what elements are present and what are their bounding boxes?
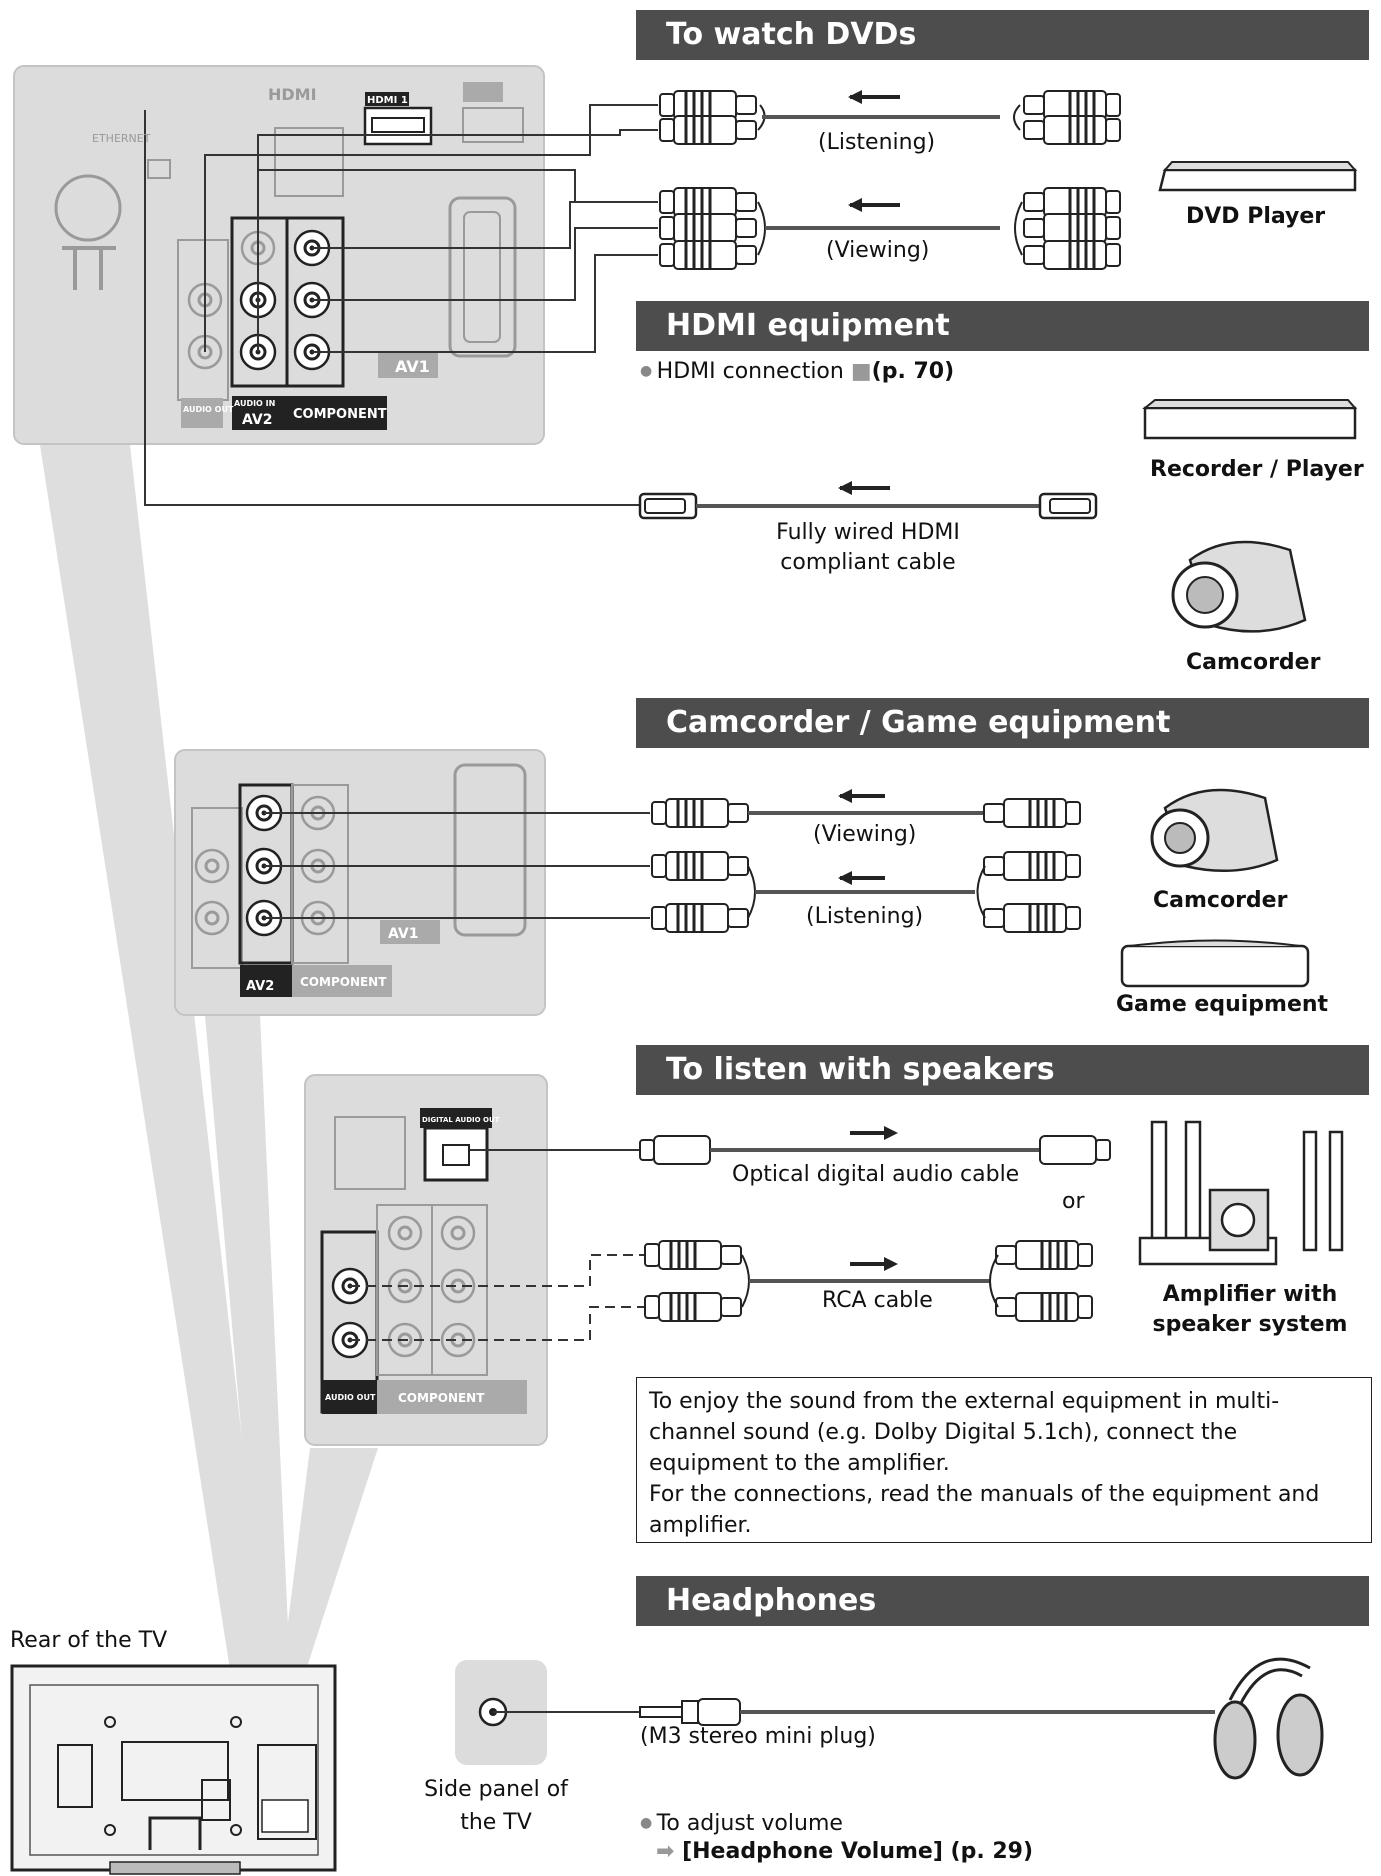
mini-plug-cable: [639, 1698, 1215, 1726]
camgame-viewing-label: (Viewing): [813, 822, 917, 847]
dvd-listening-label: (Listening): [818, 130, 936, 155]
audio-in-label: AUDIO IN: [234, 399, 275, 408]
section-header-camcorder-game: Camcorder / Game equipment: [636, 698, 1369, 748]
hdmi-connection-ref: (p. 70): [871, 359, 955, 384]
hdmi1-label: HDMI 1: [367, 95, 408, 106]
hdmi-cable-label: Fully wired HDMI compliant cable: [776, 520, 960, 575]
speakers-note-1: To enjoy the sound from the external equ…: [649, 1389, 1280, 1476]
dvd-player-label: DVD Player: [1186, 204, 1326, 229]
amplifier-label: Amplifier with speaker system: [1152, 1282, 1348, 1337]
hdmi-logo-label: HDMI: [268, 85, 317, 104]
audio-out-label: AUDIO OUT: [183, 405, 234, 414]
camcorder-label: Camcorder: [1186, 650, 1321, 675]
speakers-note-2: For the connections, read the manuals of…: [649, 1482, 1320, 1538]
av1-label: AV1: [395, 357, 430, 376]
rear-panel-av2: [174, 749, 546, 1016]
rear-panel-main: [13, 65, 545, 445]
section-header-dvd: To watch DVDs: [636, 10, 1369, 60]
av1-label-2: AV1: [388, 926, 418, 942]
game-equipment-image: [1120, 939, 1310, 988]
audio-out-label-2: AUDIO OUT: [325, 1393, 376, 1402]
section-header-headphones: Headphones: [636, 1576, 1369, 1626]
adjust-volume-label: To adjust volume: [640, 1808, 843, 1839]
camgame-listening-label: (Listening): [806, 904, 924, 929]
tv-rear-image: [10, 1664, 337, 1875]
side-panel-label: Side panel of the TV: [424, 1777, 568, 1835]
game-equipment-label: Game equipment: [1116, 992, 1329, 1017]
digital-audio-out-label: DIGITAL AUDIO OUT: [422, 1116, 500, 1124]
camcorder-label-2: Camcorder: [1153, 888, 1288, 913]
optical-cable: [639, 1126, 1111, 1165]
rear-panel-audio-out: [304, 1074, 548, 1446]
amplifier-speaker-image: [1138, 1120, 1344, 1266]
speakers-note-box: To enjoy the sound from the external equ…: [636, 1377, 1372, 1543]
side-panel: [455, 1660, 640, 1765]
section-header-speakers: To listen with speakers: [636, 1045, 1369, 1095]
recorder-player-label: Recorder / Player: [1150, 457, 1364, 482]
recorder-image: [1142, 399, 1358, 440]
av2-label-2: AV2: [246, 979, 274, 994]
rear-of-tv-label: Rear of the TV: [10, 1628, 168, 1653]
dvd-player-image: [1158, 161, 1358, 192]
arrow-icon: ■: [850, 359, 872, 384]
headphone-volume-ref: [Headphone Volume] (p. 29): [656, 1837, 1033, 1867]
component-label-2: COMPONENT: [398, 1391, 485, 1405]
mini-plug-label: (M3 stereo mini plug): [640, 1724, 876, 1749]
ethernet-label: ETHERNET: [92, 132, 151, 145]
headphones-image: [1213, 1657, 1324, 1780]
section-header-hdmi: HDMI equipment: [636, 301, 1369, 351]
component-label: COMPONENT: [293, 407, 387, 422]
camcorder-image-2: [1150, 788, 1279, 873]
rca-cable-label: RCA cable: [822, 1288, 933, 1313]
or-label: or: [1062, 1189, 1085, 1214]
hdmi-connection-text: HDMI connection ■(p. 70): [640, 356, 954, 387]
av2-label: AV2: [242, 412, 272, 428]
camcorder-image: [1171, 540, 1307, 633]
optical-cable-label: Optical digital audio cable: [732, 1162, 1020, 1187]
dvd-viewing-label: (Viewing): [826, 238, 930, 263]
component-label-3: COMPONENT: [300, 975, 387, 989]
hdmi-connection-label: HDMI connection: [656, 359, 844, 384]
dvd-cables: [144, 104, 658, 506]
hdmi-cable: [638, 481, 1098, 520]
